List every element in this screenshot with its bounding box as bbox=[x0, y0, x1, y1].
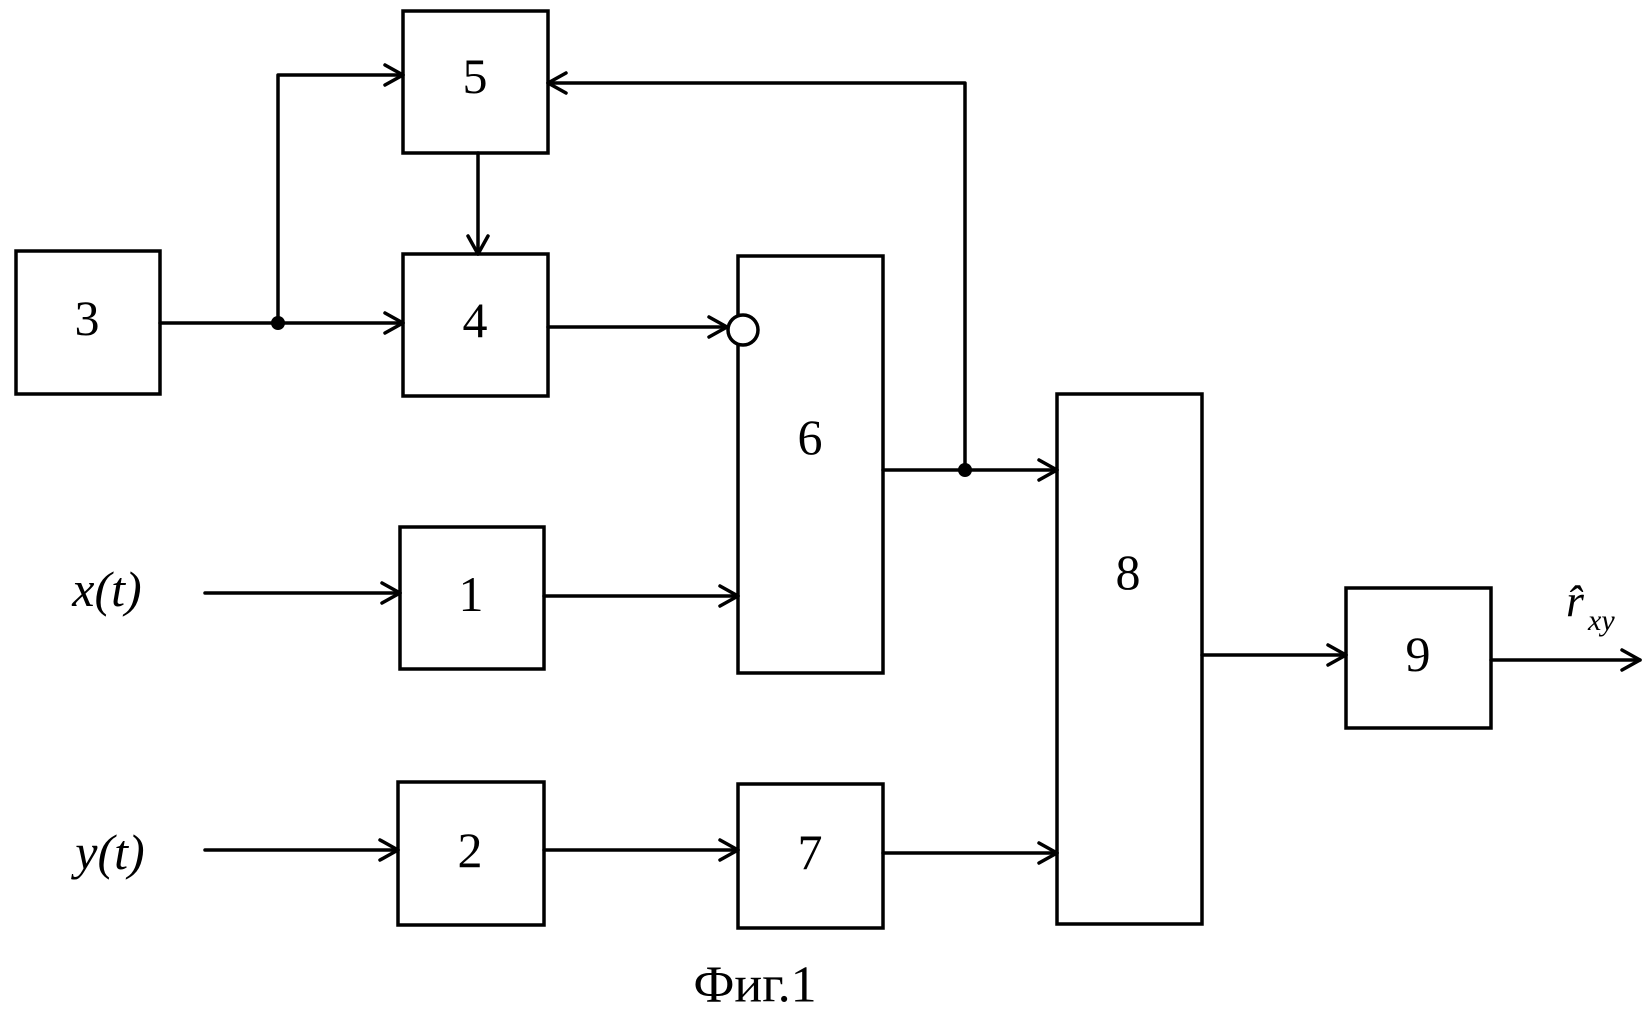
block-3-label: 3 bbox=[75, 290, 100, 346]
block-8: 8 bbox=[1057, 394, 1202, 924]
block-8-label: 8 bbox=[1116, 544, 1141, 600]
block-7-label: 7 bbox=[798, 824, 823, 880]
wire-y-to-2 bbox=[205, 840, 398, 860]
wire-8-to-9 bbox=[1202, 645, 1346, 665]
input-y-label: y(t) bbox=[70, 824, 144, 880]
block-3: 3 bbox=[16, 251, 160, 394]
wire-9-to-output bbox=[1491, 650, 1640, 670]
wire-3-to-5 bbox=[278, 65, 403, 323]
block-2: 2 bbox=[398, 782, 544, 925]
block-2-label: 2 bbox=[458, 822, 483, 878]
output-label-main: r̂ bbox=[1566, 575, 1585, 626]
block-4-label: 4 bbox=[463, 292, 488, 348]
block-6-label: 6 bbox=[798, 409, 823, 465]
block-4: 4 bbox=[403, 254, 548, 396]
block-1-label: 1 bbox=[459, 566, 484, 622]
inverting-input-circle-icon bbox=[728, 315, 758, 345]
block-5: 5 bbox=[403, 11, 548, 153]
block-7: 7 bbox=[738, 784, 883, 928]
wire-4-to-6 bbox=[548, 315, 758, 345]
figure-caption: Фиг.1 bbox=[693, 957, 816, 1014]
wire-6-to-8 bbox=[883, 460, 1057, 480]
output-label: r̂ xy bbox=[1566, 575, 1615, 637]
wire-2-to-7 bbox=[544, 840, 738, 860]
block-5-label: 5 bbox=[463, 48, 488, 104]
wire-7-to-8 bbox=[883, 843, 1057, 863]
wire-3-to-4 bbox=[160, 313, 403, 333]
input-x-label: x(t) bbox=[71, 561, 141, 617]
wire-5-to-4 bbox=[468, 153, 488, 254]
block-9-label: 9 bbox=[1406, 626, 1431, 682]
block-1: 1 bbox=[400, 527, 544, 669]
wire-1-to-6 bbox=[544, 586, 738, 606]
wire-x-to-1 bbox=[205, 583, 400, 603]
output-label-subscript: xy bbox=[1587, 604, 1615, 637]
block-9: 9 bbox=[1346, 588, 1491, 728]
block-6: 6 bbox=[738, 256, 883, 673]
